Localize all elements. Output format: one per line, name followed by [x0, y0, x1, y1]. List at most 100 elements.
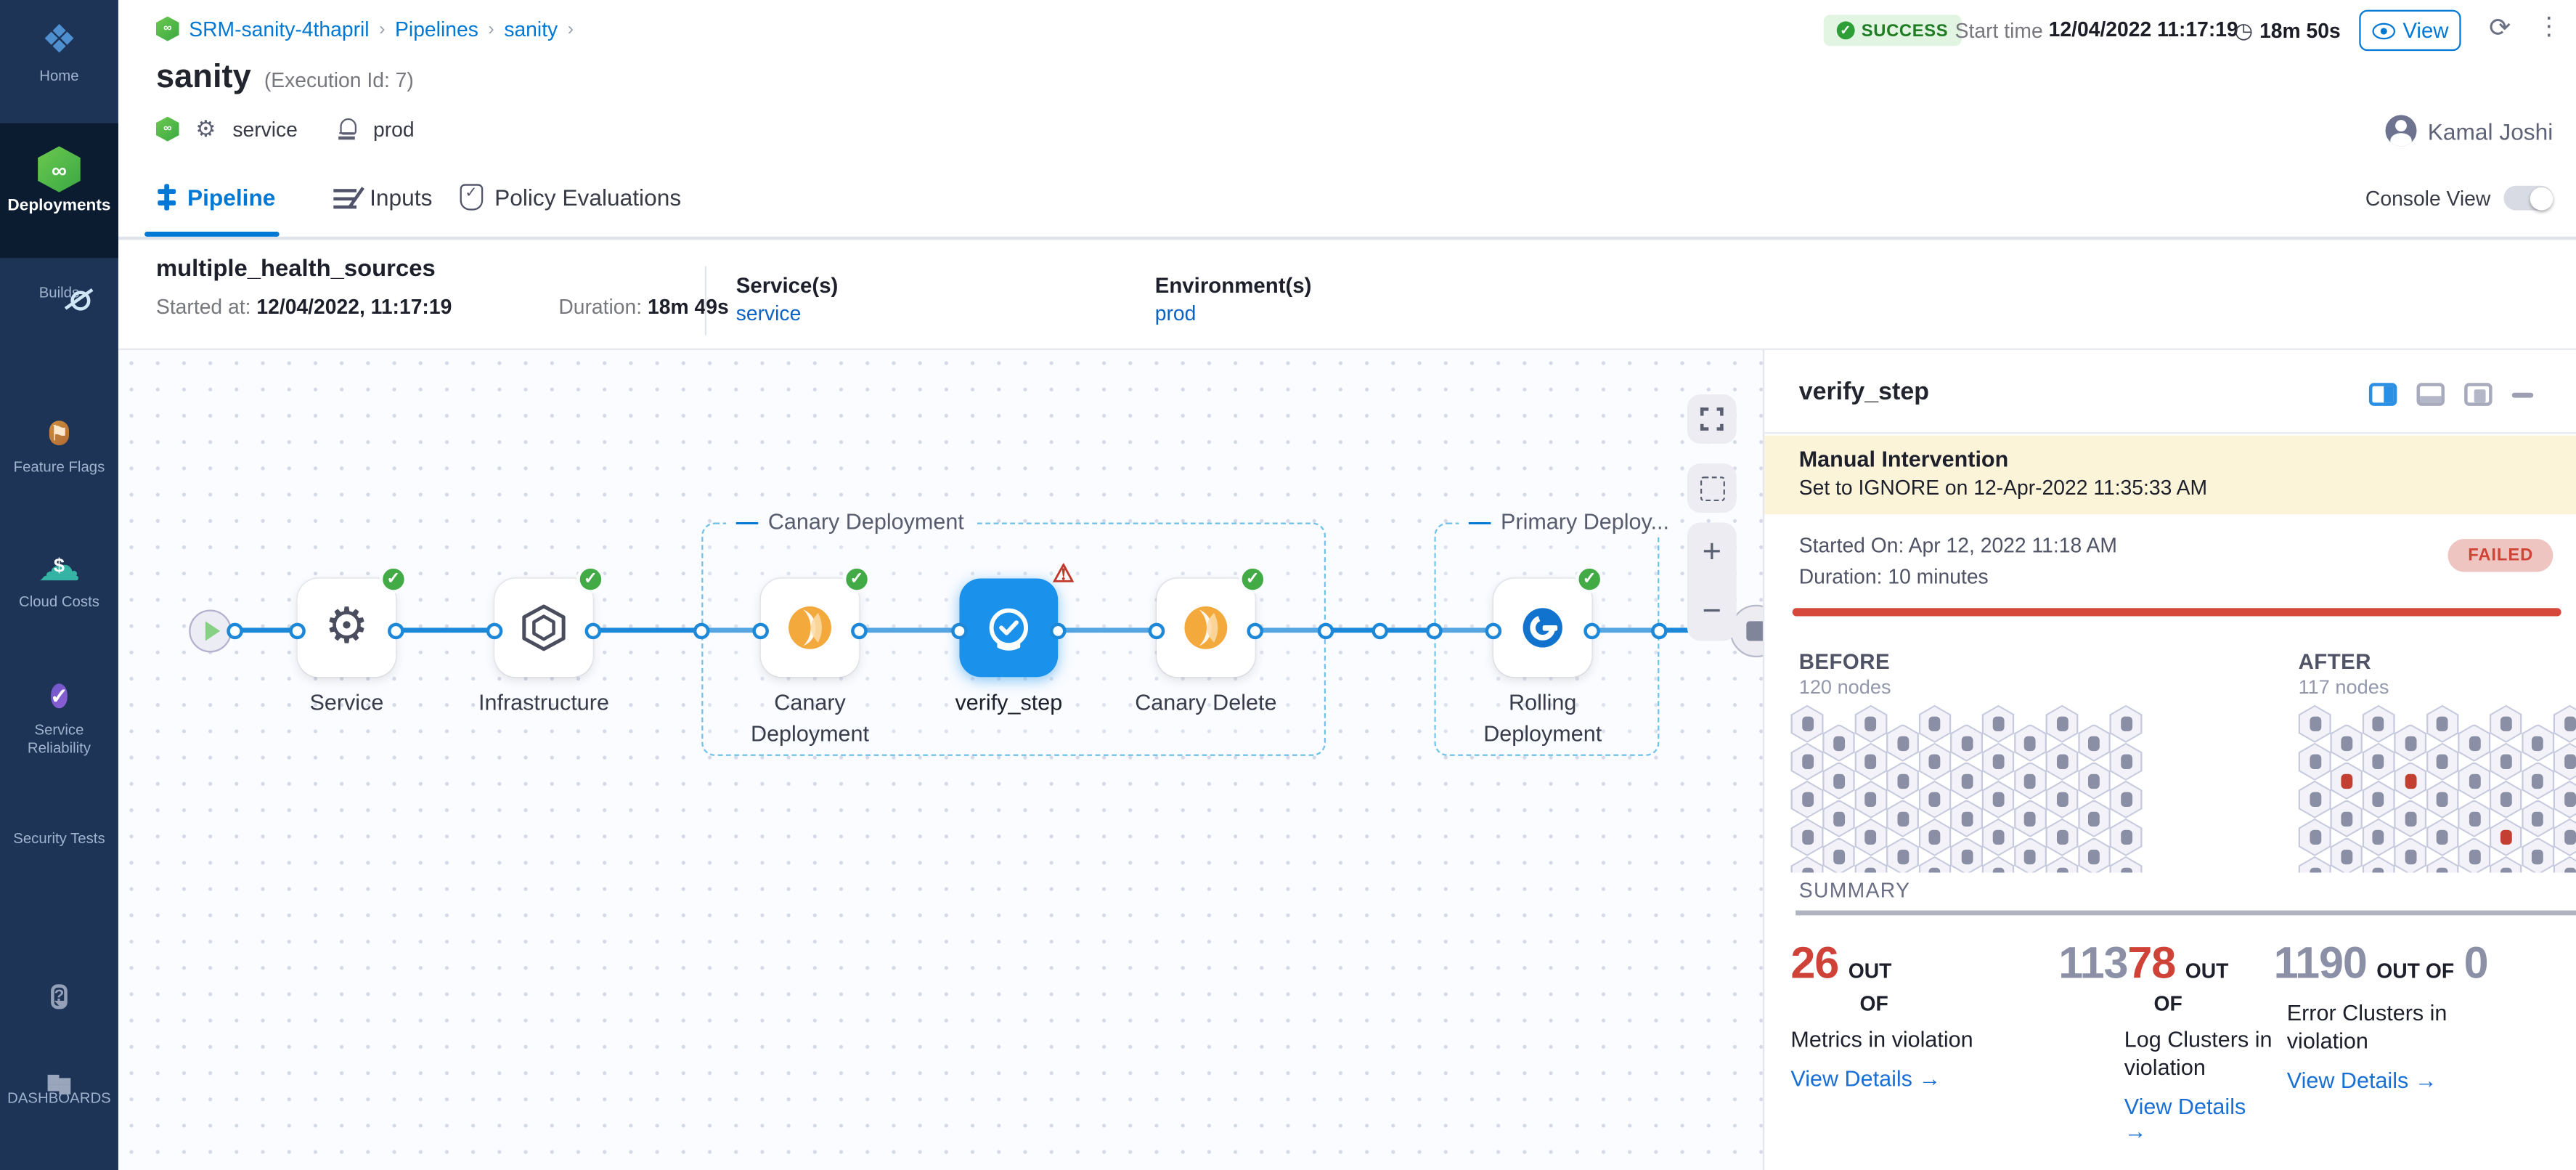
- node-hex[interactable]: [2013, 723, 2047, 762]
- errors-view-details-link[interactable]: View Details →: [2286, 1068, 2437, 1093]
- node-hex[interactable]: [2013, 837, 2047, 873]
- node-hex[interactable]: [1854, 742, 1888, 781]
- node-hex-red[interactable]: [2394, 761, 2427, 800]
- node-hex[interactable]: [1822, 723, 1856, 762]
- node-hex[interactable]: [2109, 818, 2143, 856]
- group-label[interactable]: —Canary Deployment: [726, 509, 974, 535]
- breadcrumb-page[interactable]: sanity: [504, 17, 558, 41]
- node-hex[interactable]: [2013, 761, 2047, 800]
- node-hex[interactable]: [1981, 780, 2015, 818]
- node-hex[interactable]: [1886, 761, 1920, 800]
- breadcrumb-pipelines[interactable]: Pipelines: [395, 17, 478, 41]
- node-hex[interactable]: [1854, 818, 1888, 856]
- node-hex[interactable]: [2109, 704, 2143, 743]
- node-hex[interactable]: [2426, 856, 2459, 873]
- node-hex[interactable]: [2077, 799, 2111, 837]
- node-hex[interactable]: [2013, 799, 2047, 837]
- node-hex[interactable]: [2298, 856, 2331, 873]
- group-label[interactable]: —Primary Deploy...: [1459, 509, 1679, 535]
- node-hex[interactable]: [1917, 818, 1952, 856]
- zoom-out-button[interactable]: −: [1702, 592, 1722, 629]
- tab-inputs[interactable]: Inputs: [333, 184, 432, 211]
- node-hex[interactable]: [2394, 799, 2427, 837]
- tab-pipeline[interactable]: Pipeline: [156, 184, 275, 211]
- node-hex[interactable]: [2109, 780, 2143, 818]
- node-hex[interactable]: [1822, 799, 1856, 837]
- node-hex[interactable]: [1854, 780, 1888, 818]
- node-hex[interactable]: [1949, 799, 1984, 837]
- pipeline-node-canary-delete[interactable]: ✓ Canary Delete: [1135, 565, 1276, 715]
- node-hex[interactable]: [2362, 780, 2395, 818]
- node-hex[interactable]: [1886, 837, 1920, 873]
- node-hex[interactable]: [2553, 704, 2576, 743]
- node-hex[interactable]: [2553, 742, 2576, 781]
- layout-float-icon[interactable]: [2464, 383, 2493, 406]
- view-button[interactable]: View: [2359, 9, 2461, 52]
- sidebar-item-service-reliability[interactable]: ✓ Service Reliability: [0, 677, 118, 757]
- node-hex[interactable]: [2489, 742, 2523, 781]
- sidebar-item-dashboards[interactable]: DASHBOARDS: [0, 1074, 118, 1108]
- environments-value[interactable]: prod: [1154, 302, 1197, 326]
- node-hex-red[interactable]: [2330, 761, 2363, 800]
- sidebar-item-feature-flags[interactable]: ⚑ Feature Flags: [0, 414, 118, 476]
- service-tag[interactable]: service: [232, 117, 298, 141]
- node-hex[interactable]: [2045, 704, 2079, 743]
- node-hex[interactable]: [2045, 780, 2079, 818]
- environment-tag[interactable]: prod: [373, 117, 415, 141]
- node-hex[interactable]: [2426, 742, 2459, 781]
- node-hex-red[interactable]: [2489, 818, 2523, 856]
- node-hex[interactable]: [2362, 818, 2395, 856]
- node-hex[interactable]: [2521, 761, 2555, 800]
- node-hex[interactable]: [1917, 780, 1952, 818]
- marquee-select-button[interactable]: [1687, 463, 1737, 513]
- pipeline-node-service[interactable]: ✓ ⚙ Service: [297, 565, 408, 715]
- node-hex[interactable]: [2458, 837, 2491, 873]
- node-hex[interactable]: [1917, 704, 1952, 743]
- console-view-toggle[interactable]: [2503, 185, 2553, 211]
- node-hex[interactable]: [1790, 856, 1824, 873]
- node-hex[interactable]: [2553, 818, 2576, 856]
- node-hex[interactable]: [2077, 723, 2111, 762]
- node-hex[interactable]: [2489, 704, 2523, 743]
- node-hex[interactable]: [2330, 799, 2363, 837]
- node-hex[interactable]: [1854, 856, 1888, 873]
- sidebar-item-builds[interactable]: Builds: [0, 280, 118, 303]
- node-hex[interactable]: [1822, 761, 1856, 800]
- sidebar-item-cloud-costs[interactable]: ☁$ Cloud Costs: [0, 544, 118, 612]
- node-hex[interactable]: [2489, 856, 2523, 873]
- node-hex[interactable]: [2045, 818, 2079, 856]
- node-hex[interactable]: [2045, 856, 2079, 873]
- collapse-icon[interactable]: —: [1468, 509, 1491, 535]
- node-hex[interactable]: [2077, 761, 2111, 800]
- logs-view-details-link[interactable]: View Details →: [2124, 1094, 2246, 1144]
- pipeline-node-verify-step[interactable]: ⚠ verify_step: [955, 561, 1074, 715]
- node-hex[interactable]: [2109, 742, 2143, 781]
- node-hex[interactable]: [2394, 723, 2427, 762]
- fullscreen-button[interactable]: [1687, 394, 1737, 444]
- metrics-view-details-link[interactable]: View Details →: [1790, 1066, 1941, 1092]
- node-hex[interactable]: [2298, 818, 2331, 856]
- node-hex[interactable]: [2330, 837, 2363, 873]
- node-hex[interactable]: [2362, 742, 2395, 781]
- node-hex[interactable]: [1981, 818, 2015, 856]
- node-hex[interactable]: [1790, 704, 1824, 743]
- pipeline-node-canary-deployment[interactable]: ✓ Canary Deployment: [751, 565, 871, 746]
- node-hex[interactable]: [2521, 799, 2555, 837]
- node-hex[interactable]: [1790, 780, 1824, 818]
- layout-bottom-icon[interactable]: [2416, 383, 2445, 406]
- node-hex[interactable]: [1917, 856, 1952, 873]
- node-hex[interactable]: [1981, 742, 2015, 781]
- node-hex[interactable]: [2426, 780, 2459, 818]
- node-hex[interactable]: [1886, 723, 1920, 762]
- zoom-in-button[interactable]: +: [1702, 533, 1722, 570]
- layout-right-icon[interactable]: [2368, 383, 2397, 406]
- node-hex[interactable]: [1886, 799, 1920, 837]
- node-hex[interactable]: [1949, 761, 1984, 800]
- sidebar-item-deployments[interactable]: ∞ Deployments: [0, 123, 118, 259]
- start-node[interactable]: [189, 609, 232, 653]
- pipeline-node-rolling-deployment[interactable]: ✓ Rolling Deployment: [1483, 565, 1604, 746]
- sidebar-item-security-tests[interactable]: Security Tests: [0, 825, 118, 848]
- node-hex[interactable]: [2045, 742, 2079, 781]
- minimize-icon[interactable]: [2511, 391, 2534, 397]
- user-chip[interactable]: Kamal Joshi: [2384, 115, 2553, 147]
